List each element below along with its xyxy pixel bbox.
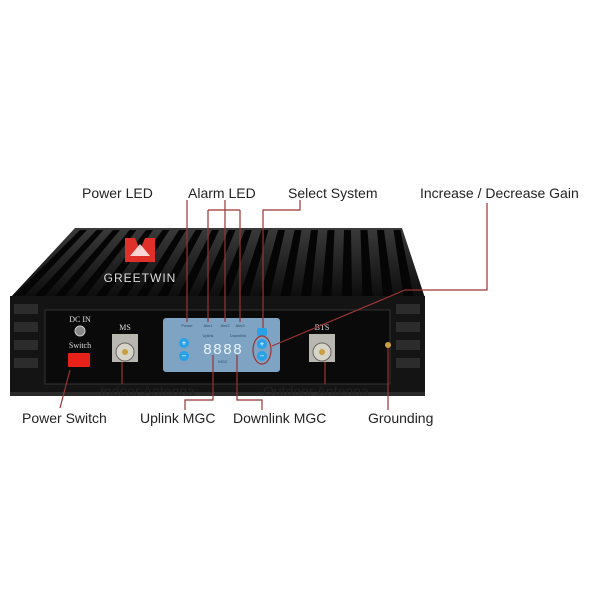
outdoor-antenna-port[interactable]: [309, 334, 335, 362]
heatsink-fin: [239, 230, 269, 296]
callout-uplink-mgc: Uplink MGC: [140, 410, 215, 426]
gain-decrease-button[interactable]: [257, 351, 267, 361]
callout-power-switch: Power Switch: [22, 410, 107, 426]
switch-label: Switch: [69, 341, 91, 350]
grounding-screw[interactable]: [385, 342, 391, 348]
callout-select-system: Select System: [288, 185, 377, 201]
svg-text:+: +: [182, 339, 187, 348]
svg-text:+: +: [260, 340, 265, 349]
heatsink-fin: [34, 230, 104, 296]
heatsink-fin: [360, 230, 373, 296]
heatsink-fin: [377, 230, 393, 296]
heatsink-fin: [342, 230, 352, 296]
panel-label: Power: [181, 323, 193, 328]
callout-gain: Increase / Decrease Gain: [420, 185, 579, 201]
side-vent-left: [14, 304, 38, 368]
greetwin-logo: GREETWIN: [104, 238, 177, 285]
heatsink-fin: [178, 230, 219, 296]
heatsink-fin: [393, 230, 414, 296]
bts-label: BTS: [315, 323, 330, 332]
select-system-button[interactable]: [257, 328, 267, 336]
gain-increase-button[interactable]: [257, 339, 267, 349]
heatsink-fin: [137, 230, 186, 296]
heatsink-fin: [55, 230, 120, 296]
callout-downlink-mgc: Downlink MGC: [233, 410, 326, 426]
panel-label: Alm3: [235, 323, 245, 328]
panel-label: Alm2: [220, 323, 230, 328]
panel-label: Alm1: [203, 323, 213, 328]
dc-in-port[interactable]: [74, 325, 86, 337]
side-vent-right: [396, 304, 420, 368]
mgc-label: MGC: [218, 359, 227, 364]
svg-text:−: −: [182, 352, 187, 361]
heatsink-fin: [219, 230, 252, 296]
led-display: 8888: [203, 342, 243, 359]
callout-power-led: Power LED: [82, 185, 153, 201]
downlink-label: Downlink: [230, 333, 246, 338]
heatsink-fin: [301, 230, 318, 296]
uplink-minus-button[interactable]: [179, 351, 189, 361]
brand-text: GREETWIN: [104, 271, 177, 285]
heatsink-fin: [157, 230, 203, 296]
uplink-label: Uplink: [202, 333, 213, 338]
heatsink-fin: [260, 230, 285, 296]
heatsink-fin: [116, 230, 170, 296]
heatsink-fin: [14, 230, 87, 296]
callout-indoor-antenna: Indoor Antenna: [100, 383, 195, 399]
indoor-antenna-port[interactable]: [112, 334, 138, 362]
callout-grounding: Grounding: [368, 410, 433, 426]
heatsink-fin: [280, 230, 302, 296]
callout-outdoor-antenna: Outdoor Antenna: [263, 383, 369, 399]
heatsink-fin: [321, 230, 335, 296]
svg-text:−: −: [260, 352, 265, 361]
control-panel: Power Alm1 Alm2 Alm3 Uplink Downlink 888…: [163, 318, 280, 372]
power-switch[interactable]: [68, 353, 90, 367]
uplink-plus-button[interactable]: [179, 338, 189, 348]
heatsink-fin: [75, 230, 137, 296]
ms-label: MS: [119, 323, 131, 332]
callout-alarm-led: Alarm LED: [188, 185, 256, 201]
dc-in-label: DC IN: [69, 315, 91, 324]
callout-lines: [59, 200, 488, 410]
